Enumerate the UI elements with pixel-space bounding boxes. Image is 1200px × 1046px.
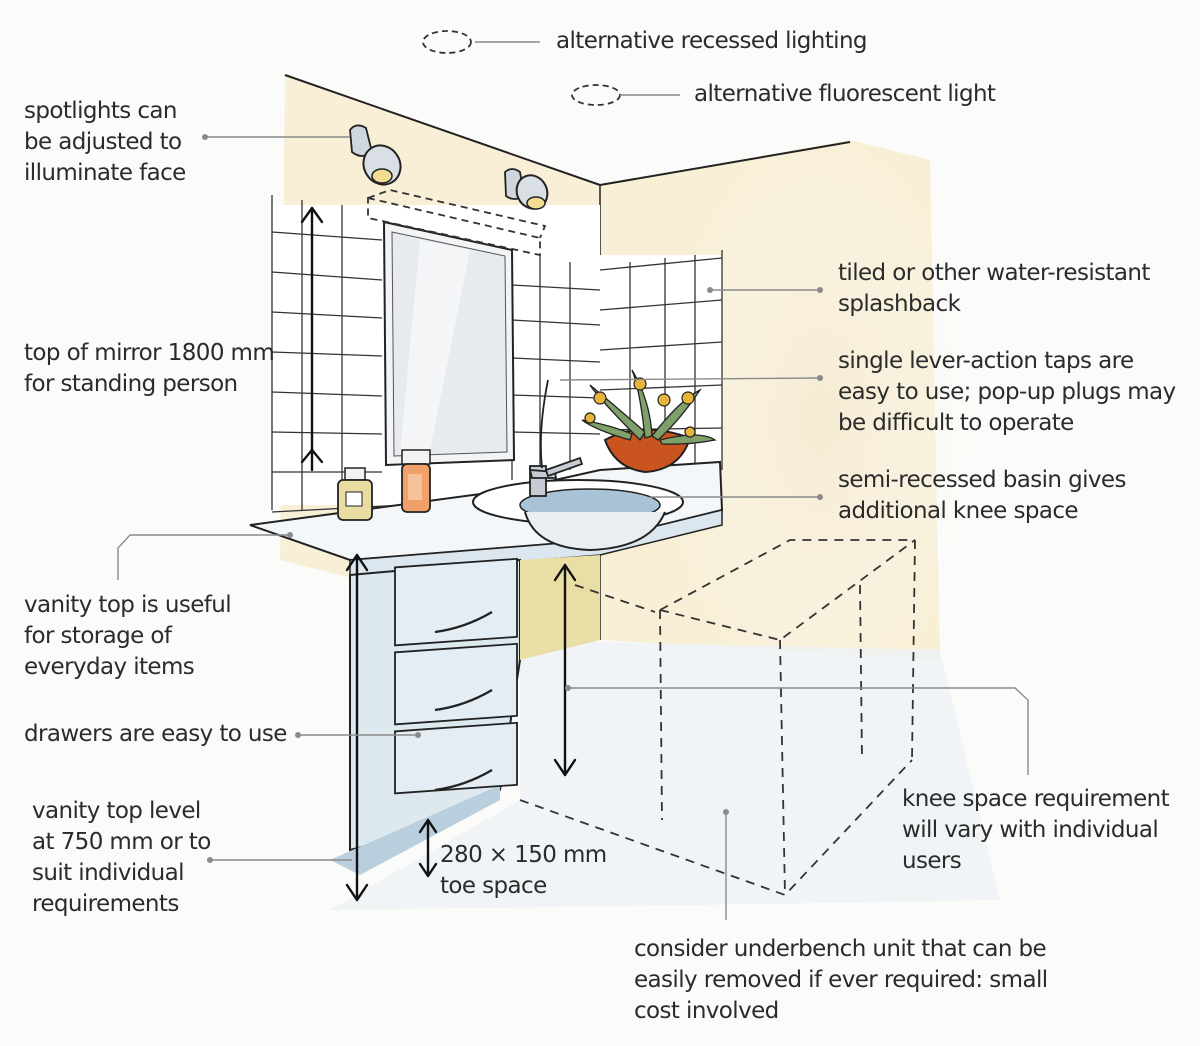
legend-recessed-label: alternative recessed lighting: [556, 26, 867, 57]
legend-fluorescent-label: alternative fluorescent light: [694, 79, 995, 110]
drawers-callout: drawers are easy to use: [24, 719, 287, 750]
toe-space-callout: 280 × 150 mm toe space: [440, 840, 607, 902]
recessed-light-icon: [423, 31, 471, 53]
drawer-2: [395, 644, 517, 725]
basin-callout: semi-recessed basin gives additional kne…: [838, 465, 1126, 527]
underbench-callout: consider underbench unit that can be eas…: [634, 934, 1048, 1027]
vanity-storage-callout: vanity top is useful for storage of ever…: [24, 590, 231, 683]
mirror-height-callout: top of mirror 1800 mm for standing perso…: [24, 338, 274, 400]
spotlights-callout: spotlights can be adjusted to illuminate…: [24, 96, 186, 189]
splashback-callout: tiled or other water-resistant splashbac…: [838, 258, 1150, 320]
mirror: [384, 222, 514, 465]
knee-space-callout: knee space requirement will vary with in…: [902, 784, 1169, 877]
drawer-3: [395, 723, 517, 794]
bottle-right: [402, 450, 430, 512]
fluorescent-light-icon: [572, 85, 620, 105]
vanity-level-callout: vanity top level at 750 mm or to suit in…: [32, 796, 211, 920]
drawer-1: [395, 559, 517, 646]
taps-callout: single lever-action taps are easy to use…: [838, 346, 1176, 439]
